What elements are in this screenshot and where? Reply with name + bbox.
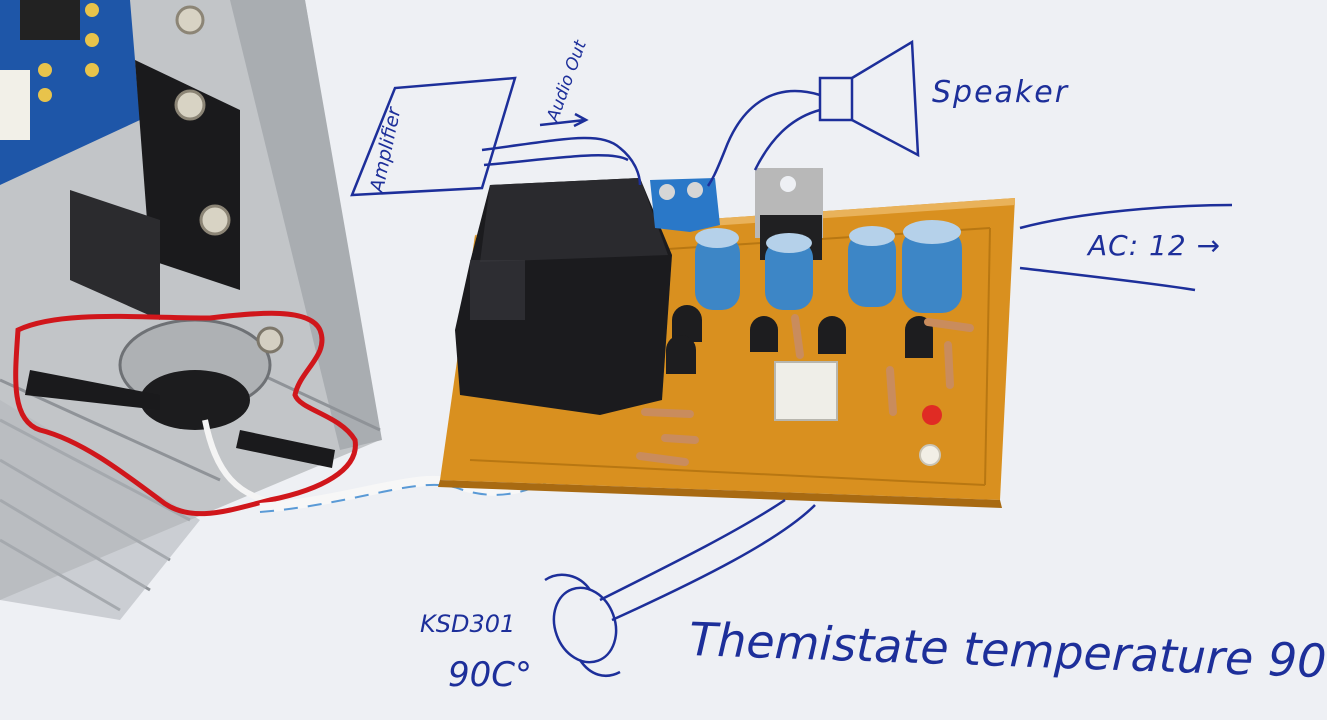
thermostat-sensor-icon [25,318,335,508]
relay-icon [455,178,672,415]
capacitor-icon [695,220,962,313]
sensor-temp-label: 90C° [448,655,533,695]
amplifier-drawing [350,76,642,197]
connector-icon [774,361,838,421]
thermostat-drawing [544,498,816,677]
led-icon [919,405,942,466]
power-transistor-icon [70,5,240,320]
speaker-label: Speaker [932,75,1070,110]
amplifier-module-icon [0,0,140,185]
sensor-model-label: KSD301 [420,610,516,638]
ac-input-wires [1019,203,1233,292]
scene-photo [0,0,1233,677]
terminal-block-icon [650,178,720,232]
highlight-outline [13,310,358,517]
transistor-icon [666,305,933,374]
ac-input-label: AC: 12 → [1088,229,1222,262]
speaker-icon [706,39,920,187]
resistor-icon [636,314,974,466]
